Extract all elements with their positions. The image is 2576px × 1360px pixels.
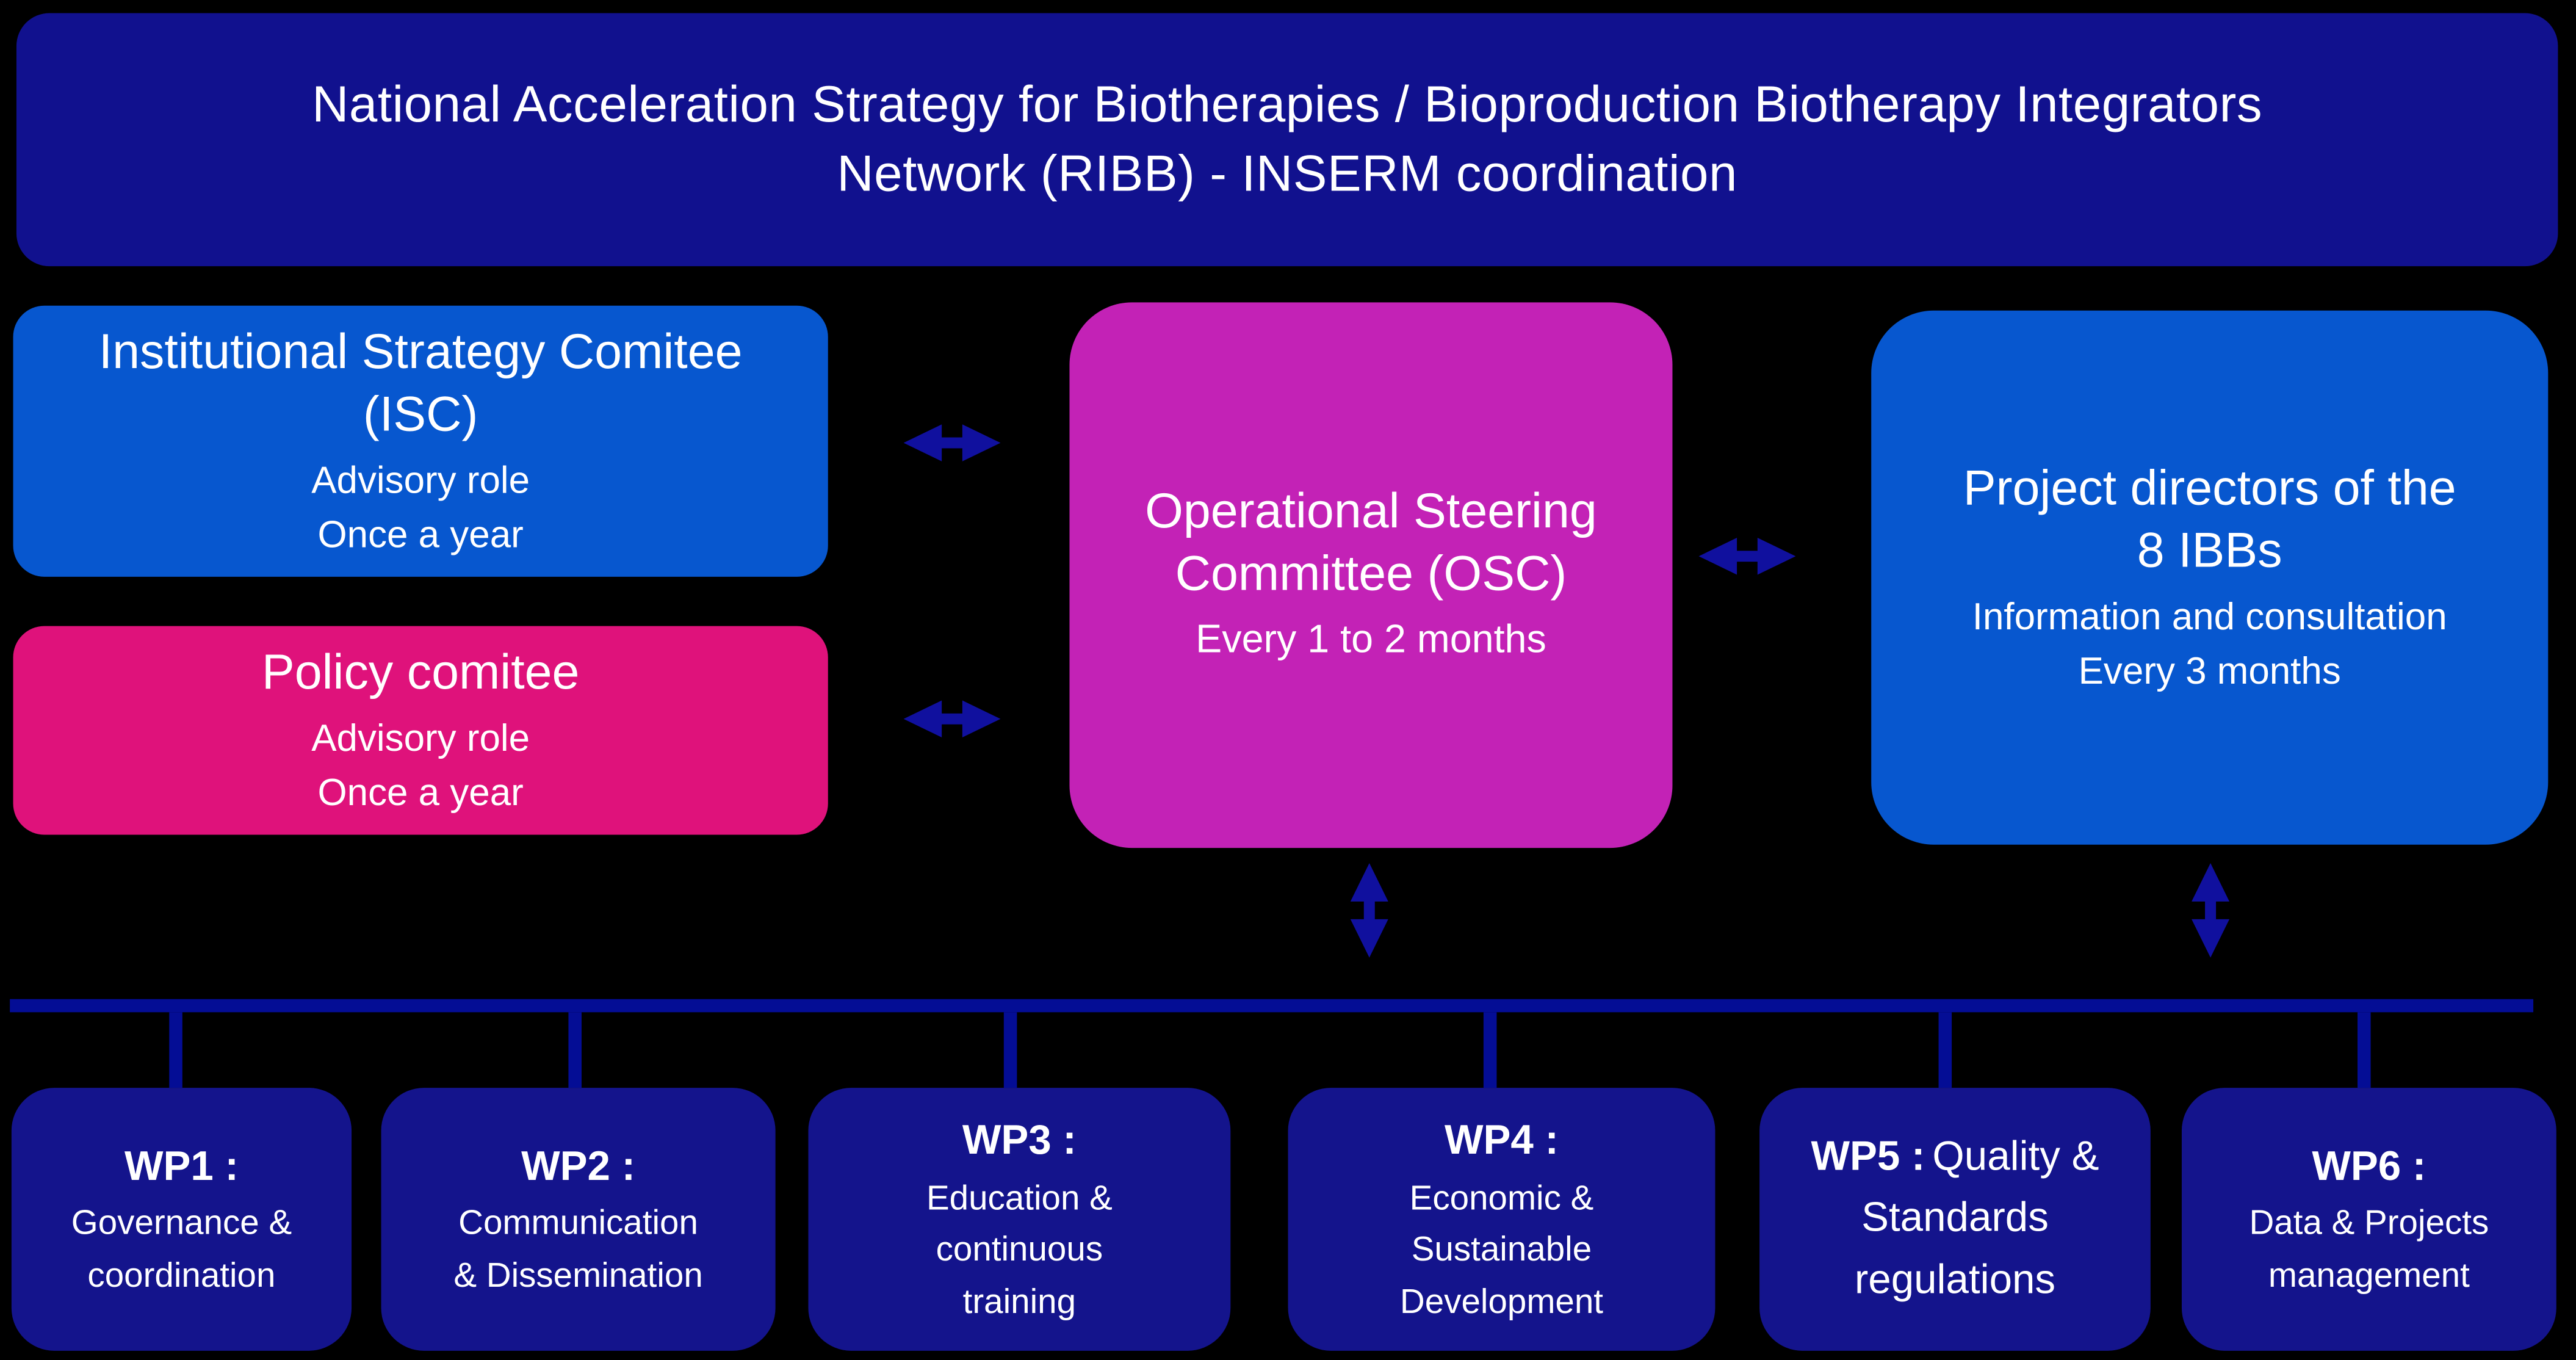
wp1-text: Governance & coordination — [71, 1204, 292, 1295]
page-title: National Acceleration Strategy for Bioth… — [312, 76, 2263, 203]
wp5-content: WP5 : Quality & Standards regulations — [1811, 1127, 2099, 1312]
double-arrow-osc-wp-icon — [1350, 863, 1388, 958]
wp2-content: WP2 : Communication & Dissemination — [453, 1137, 702, 1302]
connector-stem-wp6 — [2358, 1012, 2371, 1088]
wp5-card: WP5 : Quality & Standards regulations — [1759, 1088, 2151, 1351]
double-arrow-osc-directors-icon — [1698, 537, 1796, 575]
osc-box: Operational Steering Committee (OSC) Eve… — [1069, 302, 1673, 848]
wp2-label: WP2 : — [521, 1143, 636, 1190]
project-directors-body: Information and consultation Every 3 mon… — [1972, 595, 2447, 692]
project-directors-heading: Project directors of the 8 IBBs — [1963, 462, 2456, 579]
osc-body: Every 1 to 2 months — [1196, 618, 1546, 663]
policy-body: Advisory role Once a year — [311, 717, 530, 813]
wp3-label: WP3 : — [962, 1117, 1077, 1163]
wp2-card: WP2 : Communication & Dissemination — [381, 1088, 776, 1351]
connector-bar — [10, 999, 2534, 1013]
wp1-label: WP1 : — [124, 1143, 239, 1190]
wp5-text: Quality & Standards regulations — [1854, 1133, 2099, 1303]
wp1-card: WP1 : Governance & coordination — [11, 1088, 352, 1351]
project-directors-box: Project directors of the 8 IBBs Informat… — [1871, 310, 2549, 845]
wp4-label: WP4 : — [1444, 1117, 1559, 1163]
connector-stem-wp2 — [568, 1012, 582, 1088]
wp3-text: Education & continuous training — [926, 1179, 1113, 1321]
wp2-text: Communication & Dissemination — [453, 1204, 703, 1295]
isc-box: Institutional Strategy Comitee (ISC) Adv… — [13, 305, 828, 577]
policy-committee-box: Policy comitee Advisory role Once a year — [13, 626, 828, 835]
connector-stem-wp1 — [169, 1012, 182, 1088]
wp4-content: WP4 : Economic & Sustainable Development — [1400, 1111, 1603, 1328]
wp3-card: WP3 : Education & continuous training — [808, 1088, 1231, 1351]
header-banner: National Acceleration Strategy for Bioth… — [16, 13, 2558, 267]
wp4-text: Economic & Sustainable Development — [1399, 1179, 1604, 1321]
wp6-card: WP6 : Data & Projects management — [2181, 1088, 2556, 1351]
wp6-label: WP6 : — [2312, 1143, 2426, 1190]
wp1-content: WP1 : Governance & coordination — [71, 1137, 292, 1302]
osc-heading: Operational Steering Committee (OSC) — [1145, 485, 1597, 602]
policy-heading: Policy comitee — [261, 646, 580, 701]
wp5-label: WP5 : — [1811, 1133, 1925, 1180]
wp6-text: Data & Projects management — [2249, 1204, 2489, 1295]
isc-heading: Institutional Strategy Comitee (ISC) — [98, 325, 743, 443]
wp6-content: WP6 : Data & Projects management — [2249, 1137, 2489, 1302]
connector-stem-wp3 — [1003, 1012, 1017, 1088]
double-arrow-policy-osc-icon — [903, 700, 1001, 738]
connector-stem-wp4 — [1483, 1012, 1497, 1088]
double-arrow-isc-osc-icon — [903, 424, 1001, 462]
double-arrow-directors-wp-icon — [2192, 863, 2230, 958]
isc-body: Advisory role Once a year — [311, 459, 530, 555]
connector-stem-wp5 — [1938, 1012, 1952, 1088]
wp3-content: WP3 : Education & continuous training — [926, 1111, 1113, 1328]
wp4-card: WP4 : Economic & Sustainable Development — [1288, 1088, 1716, 1351]
